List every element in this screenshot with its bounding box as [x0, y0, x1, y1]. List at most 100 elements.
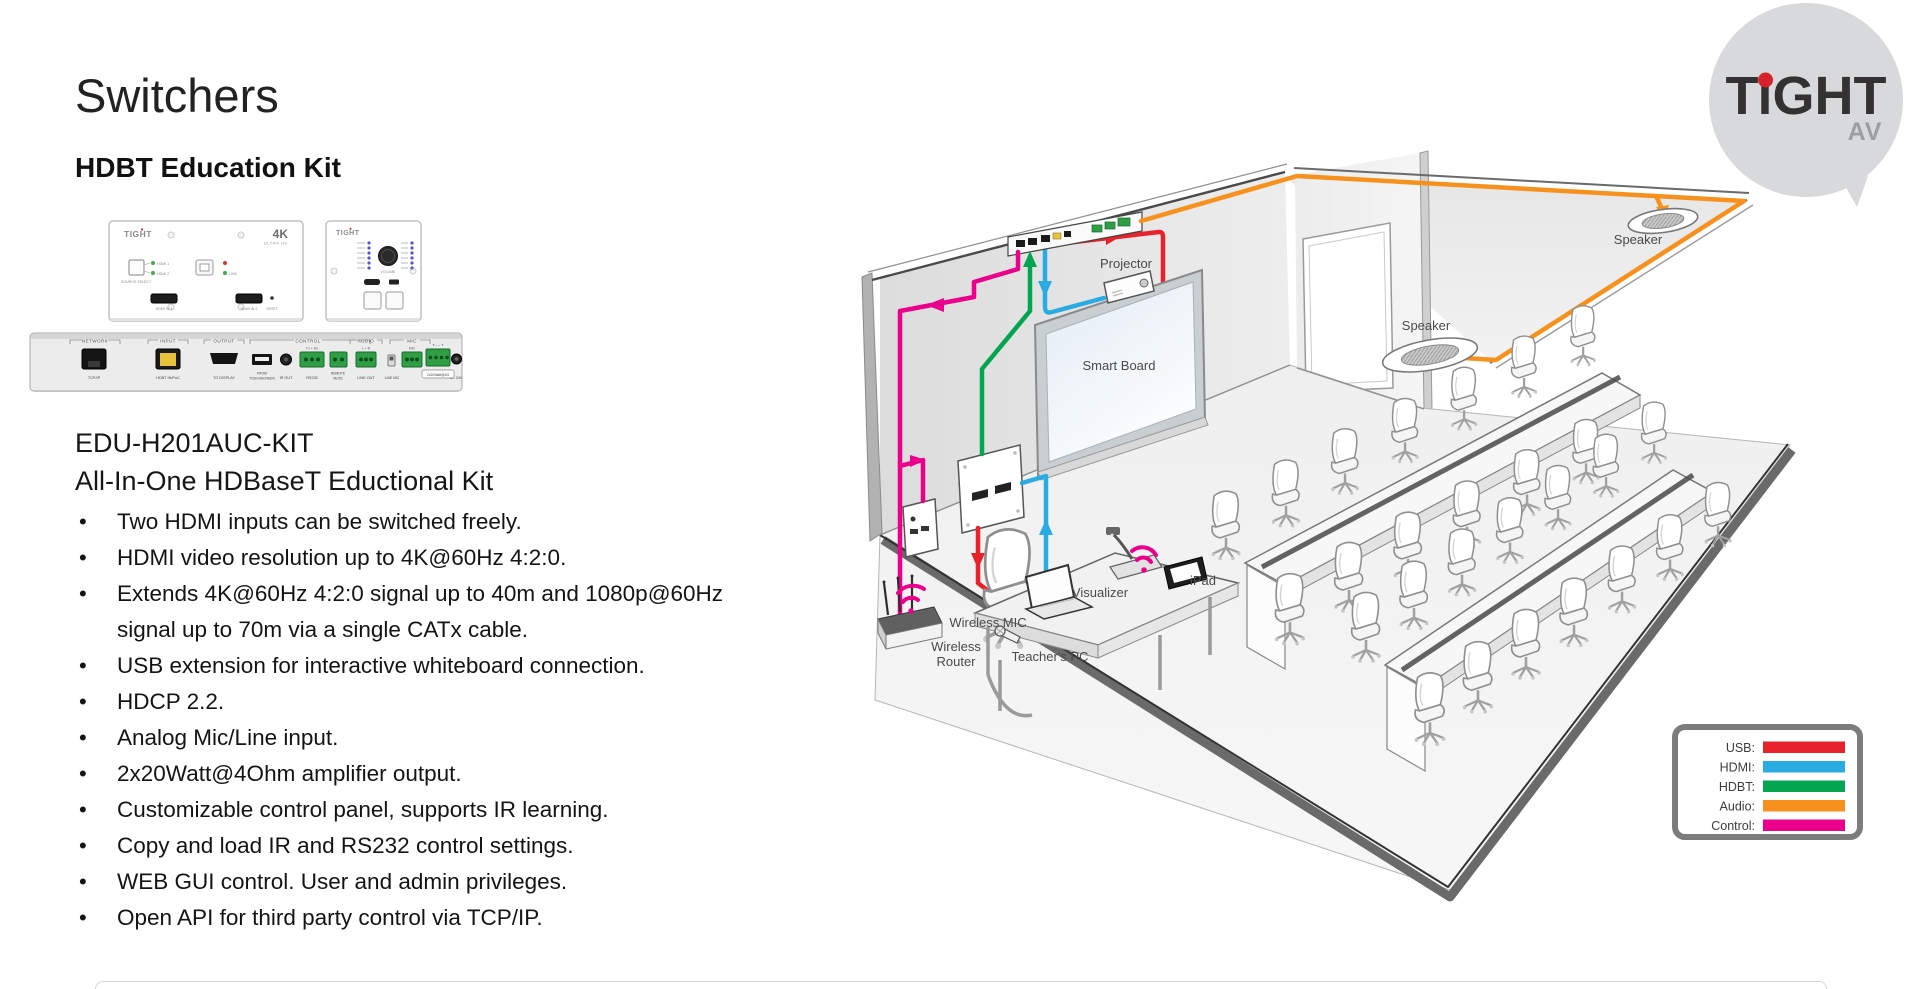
logo-bubble-tail — [1843, 176, 1868, 207]
projector-label: Projector — [1100, 256, 1153, 271]
legend-swatch-audio — [1763, 800, 1845, 812]
tx-4k-badge: 4K — [273, 227, 289, 241]
logo-wordmark: TiGHT — [1726, 66, 1887, 126]
legend-label-audio: Audio: — [1720, 800, 1755, 814]
logo-bubble — [1709, 3, 1903, 197]
rear-panel-image: NETWORK INPUT OUTPUT CONTROL AUDIO MIC — [29, 332, 463, 392]
smart-board — [1033, 268, 1209, 481]
page-title: Switchers — [75, 69, 279, 122]
hdmi-cable-laptop — [1019, 473, 1049, 615]
feature-item: USB extension for interactive whiteboard… — [75, 648, 735, 684]
feature-item: Customizable control panel, supports IR … — [75, 792, 735, 828]
projector — [1103, 270, 1155, 304]
hdmi2-led-label: HDMI 2 — [157, 272, 169, 276]
control-wallplate-image: TIGHT VOLUME — [325, 220, 422, 322]
power-led — [223, 261, 227, 265]
hdmi-in2-label: HDMI IN 2 — [241, 307, 258, 311]
line-out-label: LINE OUT — [357, 376, 375, 380]
section-input: INPUT — [160, 339, 176, 344]
screw-icon — [167, 303, 175, 311]
hdmi-arrow-icon — [1039, 519, 1053, 535]
reset-hole — [270, 296, 274, 300]
product-images: TIGHT 4K ULTRA HD HDMI 1 HDMI 2 SOURCE S… — [29, 220, 463, 392]
speaker-terminal — [425, 348, 451, 367]
source-select-label: SOURCE SELECT — [121, 280, 152, 284]
hdmi-cable-projector — [1042, 245, 1107, 315]
reset-label: RESET — [267, 307, 278, 311]
hdmi2-led — [151, 271, 155, 275]
from-touchscreen-label-1: FROM — [257, 372, 267, 376]
speaker-ceiling-right — [1627, 207, 1699, 235]
ir-out-label: IR OUT — [280, 376, 294, 380]
source-button — [363, 291, 382, 310]
legend-swatch-usb — [1763, 741, 1845, 753]
amp-label-box — [421, 369, 455, 379]
feature-item: Two HDMI inputs can be switched freely. — [75, 504, 735, 540]
feature-list: Two HDMI inputs can be switched freely. … — [75, 504, 735, 936]
screw-icon — [330, 267, 338, 275]
smart-board-label: Smart Board — [1083, 358, 1156, 373]
wireless-router — [877, 574, 943, 650]
legend-label-usb: USB: — [1726, 741, 1755, 755]
student-desk-row-2 — [1349, 400, 1733, 773]
hdmi1-led — [151, 261, 155, 265]
section-audio: AUDIO — [358, 339, 375, 344]
brand-logo: TiGHT AV — [1709, 3, 1903, 207]
product-model: EDU-H201AUC-KIT — [75, 428, 314, 458]
rs232-label: RS232 — [306, 376, 318, 380]
wireless-mic-label: Wireless MIC — [949, 615, 1026, 630]
wifi-icon-ipad — [1130, 545, 1158, 573]
classroom-diagram: Projector Smart Board Speaker Speaker Vi… — [861, 150, 1863, 902]
hdbt-arrow-icon — [1023, 251, 1037, 267]
config-port — [389, 279, 399, 285]
section-control: CONTROL — [295, 339, 320, 344]
screw-icon — [237, 231, 245, 239]
screw-icon — [237, 303, 245, 311]
to-display-label: TO DISPLAY — [213, 376, 235, 380]
diagram-labels: Projector Smart Board Speaker Speaker Vi… — [931, 232, 1663, 669]
teachers-pc-label: Teacher's PC — [1012, 649, 1089, 664]
wall-plate-control — [902, 498, 939, 558]
amp-label: 2x20Watt@4Ω — [427, 373, 450, 377]
legend-swatch-control — [1763, 819, 1845, 831]
legend-label-control: Control: — [1711, 819, 1755, 833]
laptop — [1023, 563, 1095, 620]
tx-wallplate-image: TIGHT 4K ULTRA HD HDMI 1 HDMI 2 SOURCE S… — [108, 220, 304, 322]
section-brackets — [69, 339, 431, 344]
link-led-label: LINK — [229, 272, 238, 276]
wireless-router-label-1: Wireless — [931, 639, 981, 654]
section-network: NETWORK — [82, 339, 109, 344]
ipad — [1163, 556, 1208, 590]
hdmi-in1-port — [150, 293, 178, 304]
from-touchscreen-label-2: TOUCHSCREEN — [249, 377, 275, 381]
door — [1302, 222, 1394, 393]
kit-subtitle: HDBT Education Kit — [75, 152, 341, 183]
hdmi1-led-label: HDMI 1 — [157, 262, 169, 266]
tx-brand-dot — [140, 228, 144, 231]
logo-av: AV — [1848, 118, 1883, 146]
tx-rx-label: Tx + Rx — [306, 347, 319, 351]
tx-brand: TIGHT — [124, 229, 152, 239]
feature-item: HDCP 2.2. — [75, 684, 735, 720]
legend-swatch-hdbt — [1763, 780, 1845, 792]
hdmi-in2-port — [235, 293, 263, 304]
wall-switcher-strip — [1007, 211, 1143, 257]
product-name: All-In-One HDBaseT Eductional Kit — [75, 466, 494, 496]
wifi-icon-router — [896, 583, 926, 614]
remote-mute-label-1: REMOTE — [331, 372, 346, 376]
cp-led-columns — [357, 241, 414, 270]
feature-item: Open API for third party control via TCP… — [75, 900, 735, 936]
hdmi-arrow-icon — [1038, 281, 1052, 297]
hdbt-in-label: HDBT IN/PoC — [156, 376, 180, 380]
screw-icon — [167, 231, 175, 239]
dc-label: DC 24V — [450, 376, 463, 380]
feature-item: 2x20Watt@4Ohm amplifier output. — [75, 756, 735, 792]
hdbt-cable — [979, 254, 1033, 457]
blank-button — [385, 291, 404, 310]
control-cable — [897, 249, 1021, 621]
feature-item: Copy and load IR and RS232 control setti… — [75, 828, 735, 864]
line-mic-label: LINE MIC — [385, 376, 400, 380]
link-led — [223, 271, 227, 275]
hdmi-in1-label: HDMI IN 1 — [156, 307, 173, 311]
